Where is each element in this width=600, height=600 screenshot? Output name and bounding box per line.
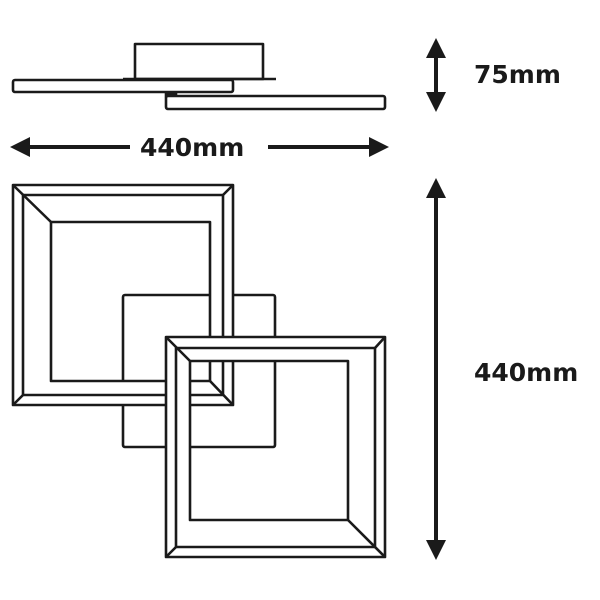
side-view bbox=[11, 42, 387, 111]
square-frame-back bbox=[11, 183, 235, 407]
canopy-plate bbox=[121, 293, 277, 449]
square-frame-front bbox=[164, 335, 387, 559]
depth-label: 440mm bbox=[474, 358, 579, 387]
height-label: 75mm bbox=[474, 60, 561, 89]
width-label: 440mm bbox=[140, 133, 245, 162]
side-canopy bbox=[133, 42, 265, 81]
side-panel-upper bbox=[11, 78, 235, 94]
side-panel-lower bbox=[164, 94, 387, 111]
